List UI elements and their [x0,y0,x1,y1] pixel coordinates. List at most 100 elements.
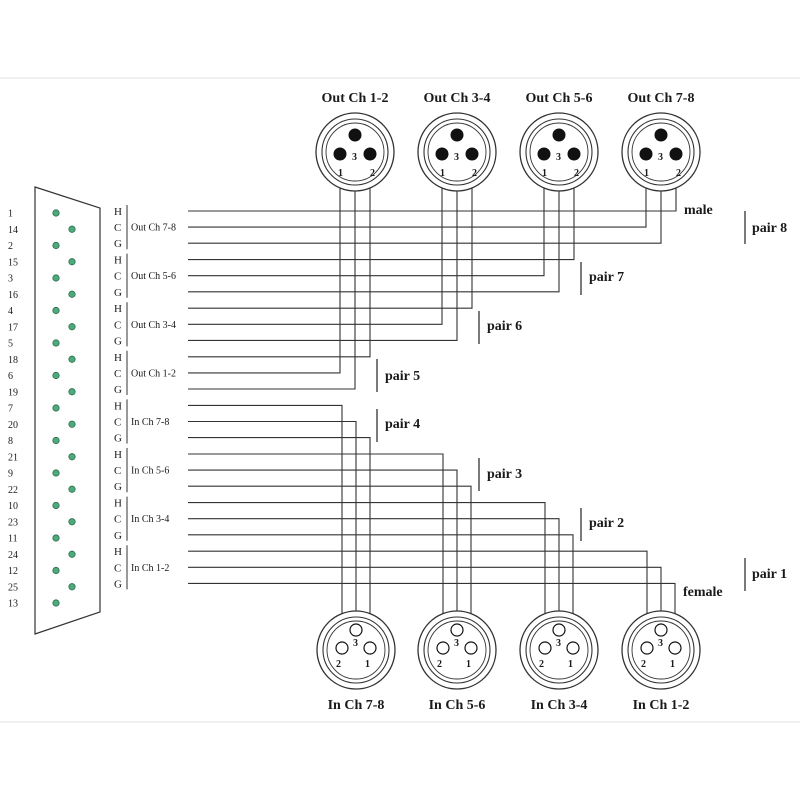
connector-title: Out Ch 3-4 [424,91,491,106]
db25-pin [52,404,60,412]
xlr-pin-label: 2 [641,659,646,670]
db25-pin [68,583,76,591]
xlr-pin-1 [333,147,347,161]
db25-pin [68,388,76,396]
db25-pin-number: 12 [8,566,18,577]
db25-pin-number: 11 [8,534,18,545]
xlr-pin-label: 3 [658,638,663,649]
hcg-letter: G [114,287,122,299]
db25-connector-body [34,186,101,635]
xlr-pin-label: 1 [568,659,573,670]
hcg-letter: G [114,384,122,396]
db25-pin-number: 24 [8,550,18,561]
wire [188,170,356,390]
xlr-socket-2 [640,641,654,655]
db25-pin [52,599,60,607]
wire [188,502,546,628]
db25-pin [52,469,60,477]
db25-pin [68,225,76,233]
xlr-pin-3 [348,128,362,142]
xlr-socket-3 [349,623,363,637]
db25-pin-number: 15 [8,257,18,268]
xlr-pin-label: 2 [370,168,375,179]
db25-pin [68,550,76,558]
xlr-pin-label: 2 [539,659,544,670]
db25-pin-number: 20 [8,420,18,431]
xlr-socket-1 [566,641,580,655]
hcg-letter: H [114,449,122,461]
db25-pin-number: 1 [8,209,13,220]
db25-pin-number: 7 [8,404,13,415]
hcg-letter: C [114,514,121,526]
db25-pin-number: 19 [8,387,18,398]
wire [188,170,341,374]
xlr-socket-3 [654,623,668,637]
db25-pin-number: 21 [8,452,18,463]
pair-label: pair 3 [487,467,522,482]
wire [188,453,444,628]
hcg-letter: H [114,546,122,558]
xlr-pin-label: 1 [338,168,343,179]
db25-pins: 1142153164175186197208219221023112412251… [8,209,76,610]
xlr-pin-label: 2 [676,168,681,179]
db25-pin [68,420,76,428]
hcg-letter: H [114,400,122,412]
wire [188,566,662,628]
xlr-pin-2 [669,147,683,161]
xlr-pin-label: 2 [472,168,477,179]
pair-label: pair 5 [385,369,420,384]
xlr-pin-label: 3 [353,638,358,649]
xlr-pin-label: 1 [644,168,649,179]
male-xlr-connector: 1 2 3 Out Ch 7-8 [621,91,701,192]
xlr-socket-2 [538,641,552,655]
connector-title: Out Ch 1-2 [322,91,389,106]
wire [188,170,371,358]
connector-title: Out Ch 7-8 [628,91,695,106]
wire [188,170,443,325]
wire [188,170,575,261]
wire [188,170,560,293]
male-label: male [684,203,713,218]
group-label: Out Ch 5-6 [131,271,176,282]
wire [188,518,560,628]
hcg-letter: H [114,498,122,510]
xlr-socket-1 [668,641,682,655]
xlr-pin-label: 1 [542,168,547,179]
xlr-pin-3 [552,128,566,142]
db25-pin [52,339,60,347]
xlr-pin-1 [435,147,449,161]
wire [188,534,574,628]
db25-pin-number: 5 [8,339,13,350]
pair-label: pair 6 [487,319,522,334]
hcg-letter: C [114,271,121,283]
xlr-pin-3 [450,128,464,142]
hcg-letter: C [114,465,121,477]
hcg-letter: G [114,530,122,542]
hcg-letter: C [114,319,121,331]
pair-label: pair 2 [589,516,624,531]
db25-pin-number: 18 [8,355,18,366]
db25-pin-number: 16 [8,290,18,301]
xlr-socket-2 [335,641,349,655]
group-label: Out Ch 7-8 [131,223,176,234]
pair-label: pair 8 [752,221,787,236]
db25-pin-number: 2 [8,241,13,252]
db25-pin [68,290,76,298]
db25-pin [52,371,60,380]
xlr-socket-2 [436,641,450,655]
xlr-pin-label: 3 [658,152,663,163]
xlr-pin-1 [639,147,653,161]
db25-pin-number: 3 [8,274,13,285]
wire [188,550,648,628]
db25-pin [68,258,76,266]
db25-pin [52,306,60,315]
wire [188,170,647,228]
group-label: In Ch 7-8 [131,417,169,428]
xlr-socket-1 [363,641,377,655]
